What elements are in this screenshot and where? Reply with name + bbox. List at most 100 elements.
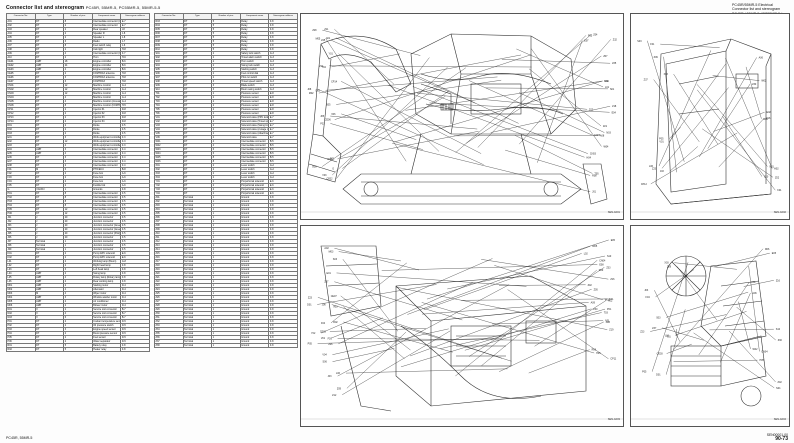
callout-tag: N03 (606, 132, 611, 135)
leader-line (329, 65, 532, 68)
table-cell: Intermediate connector (91, 163, 122, 168)
callout-tag: F04 (321, 322, 326, 325)
callout-tag: E05 (611, 239, 616, 242)
leader-line (501, 59, 611, 64)
leader-line (334, 281, 463, 321)
table-cell: Service tool connector (91, 311, 122, 316)
leader-line (728, 330, 776, 383)
footer-doc-number: SEN00001-00 (766, 433, 788, 437)
leader-line (713, 112, 765, 132)
callout-tag: A02 (324, 247, 329, 250)
callout-tag: W02 (761, 80, 767, 83)
callout-tag: A06 (606, 321, 611, 324)
table-cell: Intermediate connector (91, 147, 122, 152)
callout-tag: J03 (660, 170, 665, 173)
leader-line (387, 84, 585, 158)
leader-line (339, 131, 479, 159)
callout-tag: S10 (764, 175, 769, 178)
leader-line (650, 132, 738, 185)
leader-line (334, 248, 420, 271)
footer-right: SEN00001-00 90-73 (766, 433, 788, 442)
callout-tag: P05 (659, 138, 664, 141)
leader-line (381, 264, 598, 271)
leader-line (338, 53, 440, 152)
leader-line (665, 309, 686, 375)
leader-line (669, 127, 681, 139)
page-title-models: PC45R, 55MR-5, PC55MR-5, 55MR-5-5 (85, 5, 161, 10)
leader-line (707, 83, 751, 149)
callout-tag: E07 (584, 40, 589, 43)
callout-tag: S10 (776, 328, 781, 331)
table-cell: F-8 (268, 343, 298, 348)
table-cell: Junction connector (Pink) (91, 231, 122, 236)
leader-line (655, 269, 695, 298)
leader-line (331, 304, 512, 362)
table-cell: Intermediate connector (91, 211, 122, 216)
leader-line (439, 312, 602, 349)
leader-line (534, 300, 607, 347)
leader-line (320, 258, 493, 334)
table-cell: Intermediate connector (91, 151, 122, 156)
table-cell: Intermediate connector (91, 203, 122, 208)
table-cell: Machine monitor (Accessories) (91, 99, 122, 104)
callout-tag: S05 (326, 103, 331, 106)
table-cell: Solenoid valve (2-stage relief) (239, 127, 270, 132)
table-cell: Terminal (182, 343, 213, 348)
table-cell: Machine monitor (KOMTRAX) (91, 103, 122, 108)
callout-tag: V01 (666, 335, 671, 338)
leader-line (507, 289, 609, 359)
leader-line (330, 123, 423, 150)
callout-tag: R06 (763, 118, 768, 121)
callout-tag: Z07 (603, 55, 608, 58)
callout-tag: Z09 (667, 265, 672, 268)
callout-tag: P05 (642, 371, 647, 374)
callout-tag: Z30 (752, 83, 757, 86)
callout-tag: Z30 (593, 308, 598, 311)
leader-line (342, 330, 451, 395)
callout-tag: S08 (312, 166, 317, 169)
leader-line (322, 29, 421, 56)
panel-label: SEN-A002 (773, 211, 786, 214)
leader-line (455, 34, 592, 153)
leader-line (317, 337, 502, 344)
leader-line (693, 332, 775, 388)
leader-line (722, 116, 763, 177)
table-cell: Work equipment controller (91, 139, 122, 144)
leader-line (499, 321, 604, 372)
callout-tag: W04 (603, 145, 609, 148)
leader-line (651, 262, 689, 372)
page-number: 90-73 (775, 436, 788, 442)
callout-tag: J08 (307, 88, 312, 91)
table-cell: Solenoid valve (Attachment) (239, 131, 270, 136)
leader-line (338, 251, 401, 262)
engine-drawing: J03K01L06N01P05R06S03S10V01W02X03Z02Z09Z… (631, 248, 789, 420)
callout-tag: Z16 (776, 279, 781, 282)
table-cell: Intermediate connector (91, 207, 122, 212)
table-cell: Junction connector (Green) (91, 223, 122, 228)
callout-tag: Z28 (312, 29, 317, 32)
panel-label: SEN-A001 (607, 211, 620, 214)
callout-tag: Z16 (766, 117, 771, 120)
callout-tag: S06 (323, 361, 328, 364)
callout-tag: E05 (772, 252, 777, 255)
callout-tag: R08 (592, 174, 597, 177)
leader-line (426, 239, 609, 300)
leader-line (528, 68, 602, 126)
leader-line (699, 57, 757, 158)
callout-tag: F04 (646, 296, 651, 299)
leader-line (337, 96, 446, 160)
leader-line (343, 306, 405, 359)
callout-tag: Y02 (311, 332, 316, 335)
leader-line (736, 306, 776, 341)
table-cell: Intermediate connector (91, 199, 122, 204)
